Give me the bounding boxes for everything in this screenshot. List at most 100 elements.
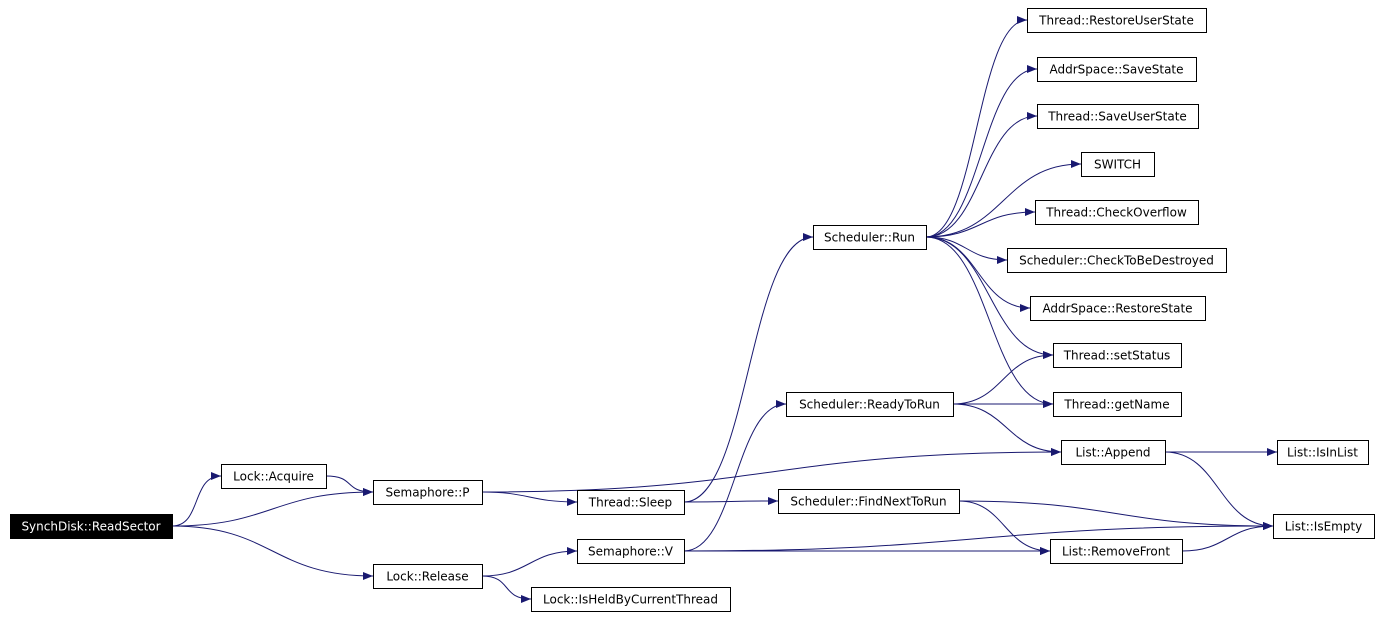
node-label: Scheduler::CheckToBeDestroyed [1019, 254, 1214, 268]
node-as-restorestate[interactable]: AddrSpace::RestoreState [1030, 296, 1206, 321]
node-label: List::RemoveFront [1062, 545, 1170, 559]
edge-readytorun-to-setstatus [952, 351, 1054, 405]
edge-arrow [925, 112, 1038, 238]
node-isheld[interactable]: Lock::IsHeldByCurrentThread [531, 587, 731, 612]
edge-arrow [1181, 522, 1274, 552]
edge-arrow [481, 448, 1062, 493]
node-label: AddrSpace::RestoreState [1042, 302, 1192, 316]
node-box [1027, 8, 1207, 33]
call-edges [171, 16, 1277, 603]
edge-sched-run-to-checktobedestroyed [925, 236, 1008, 264]
edge-arrow [171, 488, 374, 527]
edge-arrow [958, 500, 1051, 555]
node-append[interactable]: List::Append [1061, 440, 1166, 465]
node-label: Thread::Sleep [588, 496, 672, 510]
edge-sem-v-to-readytorun [683, 400, 787, 552]
edge-arrow [925, 236, 1054, 408]
node-getname[interactable]: Thread::getName [1053, 392, 1182, 417]
edge-arrow [925, 236, 1054, 359]
edge-sched-run-to-saveuserstate [925, 112, 1038, 238]
edge-arrow [481, 547, 578, 577]
node-checktobedestroyed[interactable]: Scheduler::CheckToBeDestroyed [1007, 248, 1227, 273]
edge-readsector-to-release [171, 525, 374, 580]
node-sched-run[interactable]: Scheduler::Run [813, 225, 927, 250]
edge-sched-run-to-switch [925, 160, 1082, 238]
node-box [1030, 296, 1206, 321]
node-isinlist[interactable]: List::IsInList [1277, 440, 1369, 465]
node-label: AddrSpace::SaveState [1049, 63, 1183, 77]
edge-sched-run-to-checkoverflow [925, 208, 1036, 238]
edge-acquire-to-sem-p [325, 475, 374, 496]
node-removefront[interactable]: List::RemoveFront [1050, 539, 1183, 564]
edge-arrow [925, 208, 1036, 238]
node-label: List::Append [1075, 446, 1150, 460]
node-box [1053, 392, 1182, 417]
node-setstatus[interactable]: Thread::setStatus [1053, 343, 1182, 368]
node-box [1037, 104, 1199, 129]
node-label: Thread::setStatus [1063, 349, 1171, 363]
node-acquire[interactable]: Lock::Acquire [221, 464, 327, 489]
node-as-savestate[interactable]: AddrSpace::SaveState [1037, 57, 1197, 82]
edge-arrow [1164, 451, 1274, 530]
edge-removefront-to-isempty [1181, 522, 1274, 552]
node-sleep[interactable]: Thread::Sleep [577, 490, 685, 515]
edge-sleep-to-sched-run [683, 233, 814, 503]
node-label: SWITCH [1094, 158, 1141, 172]
node-sem-v[interactable]: Semaphore::V [577, 539, 685, 564]
node-isempty[interactable]: List::IsEmpty [1273, 514, 1375, 539]
node-box [786, 392, 954, 417]
edge-sched-run-to-setstatus [925, 236, 1054, 359]
edge-findnext-to-removefront [958, 500, 1051, 555]
node-sem-p[interactable]: Semaphore::P [373, 480, 483, 505]
node-box [1061, 440, 1166, 465]
node-box [10, 514, 173, 539]
edge-arrow [958, 500, 1274, 530]
edge-arrow [171, 472, 222, 527]
node-box [1081, 152, 1155, 177]
node-label: Thread::RestoreUserState [1038, 14, 1194, 28]
edge-sleep-to-findnext [683, 497, 779, 506]
edge-arrow [481, 575, 532, 603]
node-box [1035, 200, 1199, 225]
edge-arrow [683, 233, 814, 503]
node-box [1050, 539, 1183, 564]
edge-sem-p-to-sleep [481, 491, 578, 506]
edge-append-to-isempty [1164, 451, 1274, 530]
edge-arrow [925, 236, 1008, 264]
edge-readsector-to-sem-p [171, 488, 374, 527]
edge-arrow [952, 351, 1054, 405]
edge-readytorun-to-append [952, 403, 1062, 456]
edge-sem-p-to-append [481, 448, 1062, 493]
node-saveuserstate[interactable]: Thread::SaveUserState [1037, 104, 1199, 129]
node-label: SynchDisk::ReadSector [21, 520, 160, 534]
edge-sched-run-to-restoreuserstate [925, 16, 1028, 238]
edge-arrow [683, 400, 787, 552]
node-box [1277, 440, 1369, 465]
edge-findnext-to-isempty [958, 500, 1274, 530]
node-box [577, 490, 685, 515]
node-release[interactable]: Lock::Release [373, 564, 483, 589]
node-readsector[interactable]: SynchDisk::ReadSector [10, 514, 173, 539]
node-label: Semaphore::P [386, 486, 470, 500]
node-box [373, 480, 483, 505]
node-readytorun[interactable]: Scheduler::ReadyToRun [786, 392, 954, 417]
node-restoreuserstate[interactable]: Thread::RestoreUserState [1027, 8, 1207, 33]
node-label: Scheduler::Run [824, 231, 915, 245]
node-label: Scheduler::FindNextToRun [790, 495, 946, 509]
node-box [778, 489, 960, 514]
edge-arrow [683, 522, 1274, 552]
node-box [531, 587, 731, 612]
node-switch[interactable]: SWITCH [1081, 152, 1155, 177]
node-checkoverflow[interactable]: Thread::CheckOverflow [1035, 200, 1199, 225]
edge-sched-run-to-as-savestate [925, 65, 1038, 238]
edge-readsector-to-acquire [171, 472, 222, 527]
edge-release-to-sem-v [481, 547, 578, 577]
edge-arrow [925, 16, 1028, 238]
node-box [373, 564, 483, 589]
edge-arrow [952, 403, 1062, 456]
node-label: Lock::Release [386, 570, 468, 584]
node-findnext[interactable]: Scheduler::FindNextToRun [778, 489, 960, 514]
node-box [813, 225, 927, 250]
node-box [1037, 57, 1197, 82]
